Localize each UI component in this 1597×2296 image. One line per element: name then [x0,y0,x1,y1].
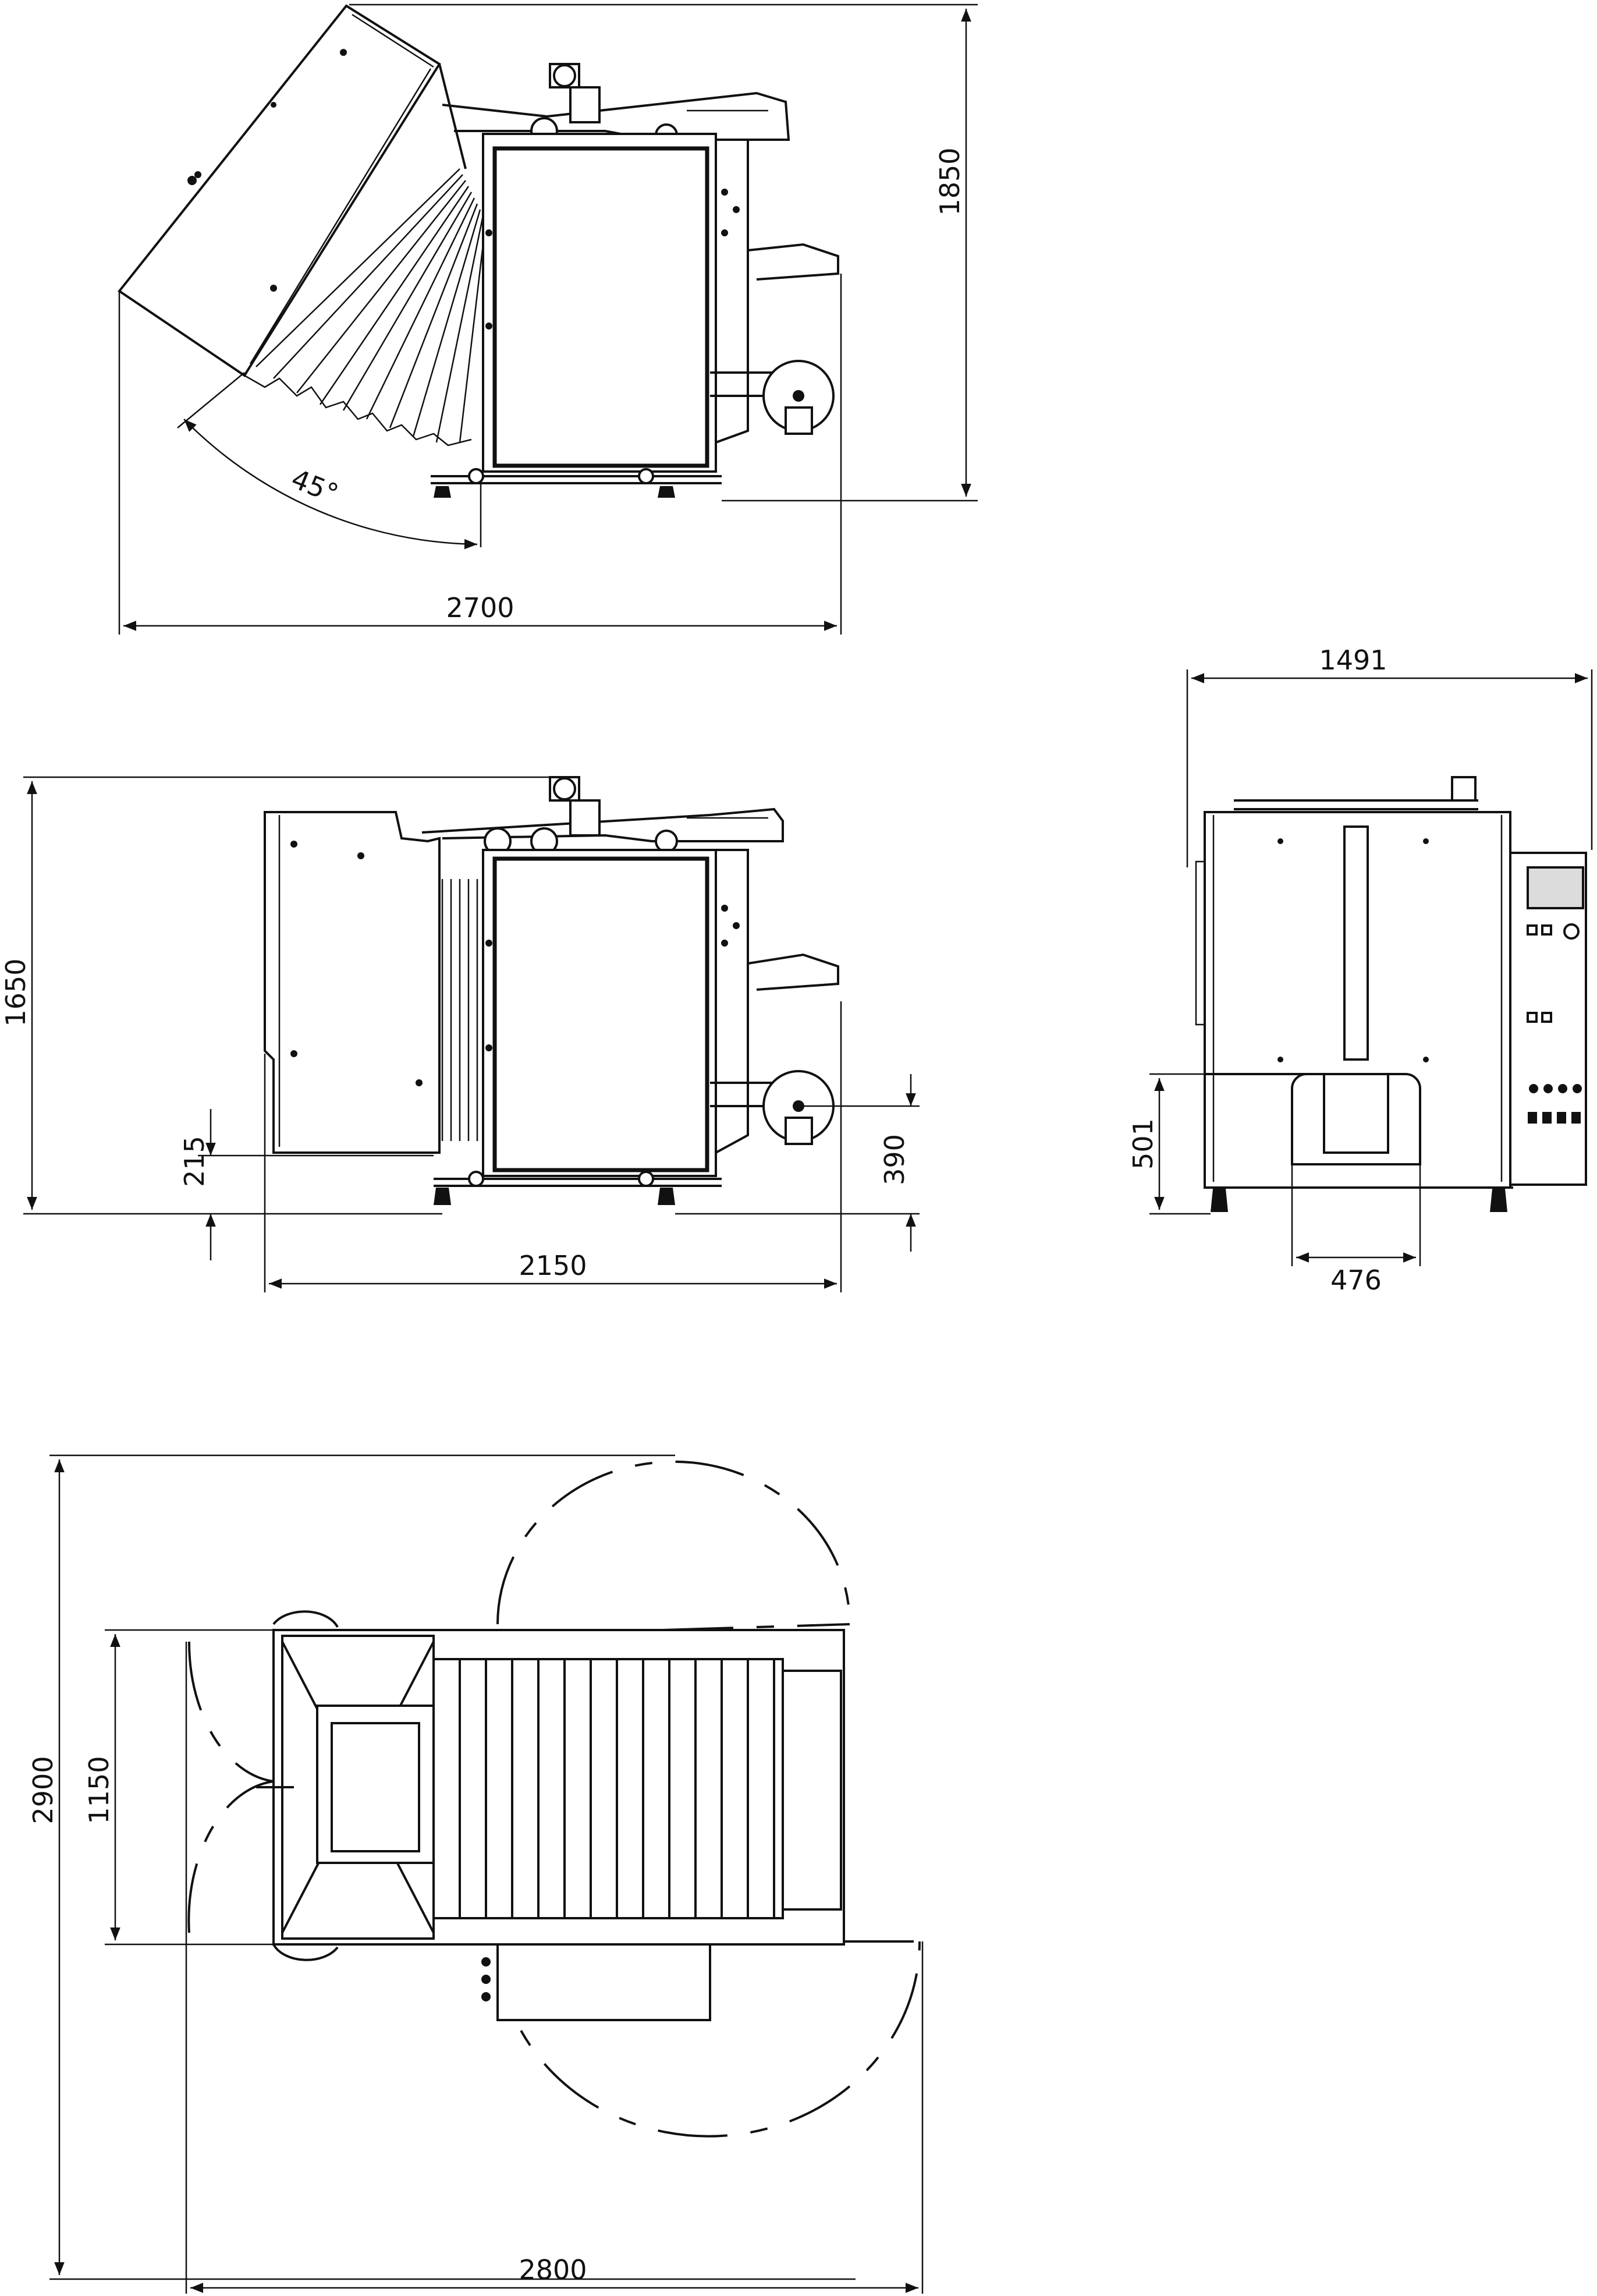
dim-215: 215 [179,1109,434,1260]
dim-1850: 1850 [349,3,978,502]
touch-screen [1527,866,1584,909]
tilted-hopper [118,4,441,377]
door-swing-upper [496,1460,851,1625]
dim-2150: 2150 [264,1001,842,1292]
dim-label-2800: 2800 [519,2254,587,2286]
dim-label-1650: 1650 [0,958,31,1026]
dim-476: 476 [1291,1164,1421,1296]
dim-1491: 1491 [1186,644,1593,867]
side-body [482,849,717,1177]
dim-2800: 2800 [185,1642,924,2294]
plan-forming-unit [316,1705,435,1864]
view-side: 1650 215 390 2150 [0,776,920,1292]
dim-45-deg: 45° [177,372,482,550]
dim-2900: 2900 [27,1454,856,2280]
dim-label-2900: 2900 [27,1756,59,1824]
side-grill [441,879,478,1141]
dim-label-2150: 2150 [519,1250,587,1281]
view-plan: 2900 1150 2800 [27,1454,924,2294]
view-front: 1491 501 476 [1127,644,1593,1296]
door-swing-lower [496,1941,921,2138]
dim-label-501: 501 [1127,1118,1159,1170]
control-knob-icon [1563,923,1580,940]
plan-rollers [432,1658,842,1919]
dim-501: 501 [1127,1073,1304,1215]
dim-390: 390 [675,1074,920,1252]
hopper-box [264,811,441,1154]
side-top-mechanism [421,776,784,855]
dim-1650: 1650 [0,776,553,1215]
dim-label-1491: 1491 [1319,644,1387,676]
bellows [244,63,484,447]
dim-label-45: 45° [287,463,343,510]
dim-label-1150: 1150 [83,1756,115,1824]
plan-control-cabinet [496,1943,711,2021]
dim-2700: 2700 [118,274,842,635]
view-hopper-open: 2700 1850 45° [118,3,978,635]
dim-label-215: 215 [179,1136,210,1187]
dim-label-2700: 2700 [446,592,514,623]
dim-label-476: 476 [1330,1264,1382,1296]
dim-1150: 1150 [83,1629,274,1946]
machine-body [482,133,717,473]
dim-label-390: 390 [879,1134,910,1185]
dim-label-1850: 1850 [934,147,966,215]
